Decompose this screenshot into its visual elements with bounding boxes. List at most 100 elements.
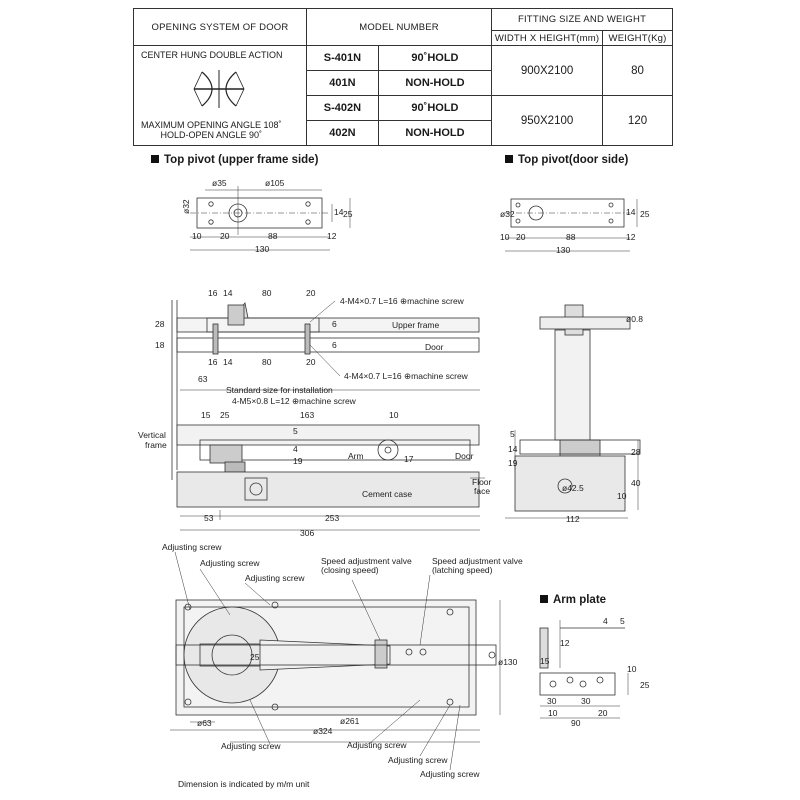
dim-s-14a: 14 [223, 288, 233, 298]
dim-tp-88: 88 [268, 231, 278, 241]
dim-s-10: 10 [389, 410, 399, 420]
dim-s-80b: 80 [262, 357, 272, 367]
label-adjusting-screw-7: Adjusting screw [420, 769, 480, 779]
dim-ap-25: 25 [640, 680, 650, 690]
dim-sv-5: 5 [510, 429, 515, 439]
opening-system-cell: CENTER HUNG DOUBLE ACTION MAXIMUM OPENIN… [133, 45, 307, 146]
hold-open-angle: HOLD-OPEN ANGLE 90˚ [160, 129, 263, 140]
dim-pl-d324: ø324 [313, 726, 333, 736]
dim-tp-12: 12 [327, 231, 337, 241]
label-arm: Arm [348, 451, 364, 461]
dim-td-12: 12 [626, 232, 636, 242]
dim-pl-d261: ø261 [340, 716, 360, 726]
dim-ap-5: 5 [620, 616, 625, 626]
label-valve-closing-2: (closing speed) [321, 565, 379, 575]
model-401n: 401N [306, 70, 379, 96]
dim-tp-20: 20 [220, 231, 230, 241]
label-valve-latching-2: (latching speed) [432, 565, 493, 575]
label-adjusting-screw-6: Adjusting screw [388, 755, 448, 765]
dim-s-16b: 16 [208, 357, 218, 367]
dim-s-6a: 6 [332, 319, 337, 329]
dim-ap-30b: 30 [581, 696, 591, 706]
dim-pl-25a: 25 [250, 652, 260, 662]
label-m4-top: 4-M4×0.7 L=16 ⊕machine screw [340, 296, 465, 306]
label-floor: Floor [472, 477, 492, 487]
section-title: Arm plate [553, 594, 607, 606]
label-adjusting-screw-2: Adjusting screw [200, 558, 260, 568]
dim-tp-130: 130 [255, 244, 269, 254]
dim-ap-10: 10 [627, 664, 637, 674]
dim-s-53: 53 [204, 513, 214, 523]
dim-sv-d08: ø0.8 [626, 314, 643, 324]
dim-s-28: 28 [155, 319, 165, 329]
dim-pl-d63: ø63 [197, 718, 212, 728]
dim-td-88: 88 [566, 232, 576, 242]
square-bullet-icon [505, 155, 513, 163]
label-adjusting-screw-5: Adjusting screw [347, 740, 407, 750]
label-face: face [474, 486, 490, 496]
bottom-plan-view [170, 599, 501, 743]
type-402n: NON-HOLD [377, 120, 493, 146]
dim-ap-20: 20 [598, 708, 608, 718]
opening-system-label: CENTER HUNG DOUBLE ACTION [141, 49, 283, 60]
size-401: 900X2100 [491, 45, 604, 96]
model-s402n: S-402N [306, 95, 379, 121]
dim-sv-10: 10 [617, 491, 627, 501]
unit-note: Dimension is indicated by m/m unit [178, 779, 310, 789]
type-401n: NON-HOLD [377, 70, 493, 96]
dim-sv-19: 19 [508, 458, 518, 468]
label-m5: 4-M5×0.8 L=12 ⊕machine screw [232, 396, 357, 406]
dim-ap-4: 4 [603, 616, 608, 626]
dim-td-14: 14 [626, 207, 636, 217]
label-adjusting-screw-1: Adjusting screw [162, 542, 222, 552]
dim-s-18: 18 [155, 340, 165, 350]
dim-tp-d32: ø32 [181, 199, 191, 214]
dim-sv-14: 14 [508, 444, 518, 454]
dim-ap-90: 90 [571, 718, 581, 728]
top-pivot-upper-plan [190, 186, 351, 251]
dim-s-17: 17 [404, 454, 414, 464]
weight-402: 120 [602, 95, 673, 146]
dim-s-14b: 14 [223, 357, 233, 367]
dim-s-5: 5 [293, 426, 298, 436]
dim-ap-12: 12 [560, 638, 570, 648]
dim-s-4: 4 [293, 444, 298, 454]
label-m4-bottom: 4-M4×0.7 L=16 ⊕machine screw [344, 371, 469, 381]
dim-s-253: 253 [325, 513, 339, 523]
dim-tp-d105: ø105 [265, 178, 285, 188]
label-valve-latching-1: Speed adjustment valve [432, 556, 523, 566]
section-title: Top pivot (upper frame side) [164, 154, 319, 166]
dim-tp-10: 10 [192, 231, 202, 241]
label-adjusting-screw-3: Adjusting screw [245, 573, 305, 583]
dim-ap-10b: 10 [548, 708, 558, 718]
square-bullet-icon [151, 155, 159, 163]
dim-tp-d35: ø35 [212, 178, 227, 188]
dim-s-19: 19 [293, 456, 303, 466]
model-s401n: S-401N [306, 45, 379, 71]
section-arm-plate: Arm plate [540, 594, 606, 606]
label-adjusting-screw-4: Adjusting screw [221, 741, 281, 751]
double-action-door-icon [193, 69, 245, 108]
dim-sv-28: 28 [631, 447, 641, 457]
type-s401n: 90˚HOLD [377, 45, 493, 71]
side-elevation-view [505, 304, 641, 519]
dim-td-10: 10 [500, 232, 510, 242]
label-upper-frame: Upper frame [392, 320, 440, 330]
dim-s-20b: 20 [306, 357, 316, 367]
dim-s-80a: 80 [262, 288, 272, 298]
spec-table: OPENING SYSTEM OF DOOR MODEL NUMBER FITT… [133, 8, 673, 146]
dim-ap-30a: 30 [547, 696, 557, 706]
label-vertical: Vertical [138, 430, 166, 440]
dim-ap-15: 15 [540, 656, 550, 666]
dim-td-20: 20 [516, 232, 526, 242]
dim-sv-40: 40 [631, 478, 641, 488]
label-standard-size: Standard size for installation [226, 385, 333, 395]
size-402: 950X2100 [491, 95, 604, 146]
dim-s-25: 25 [220, 410, 230, 420]
dim-s-20a: 20 [306, 288, 316, 298]
arm-plate-drawing [539, 620, 629, 719]
dim-td-130: 130 [556, 245, 570, 255]
label-door: Door [425, 342, 444, 352]
dim-s-306: 306 [300, 528, 314, 538]
